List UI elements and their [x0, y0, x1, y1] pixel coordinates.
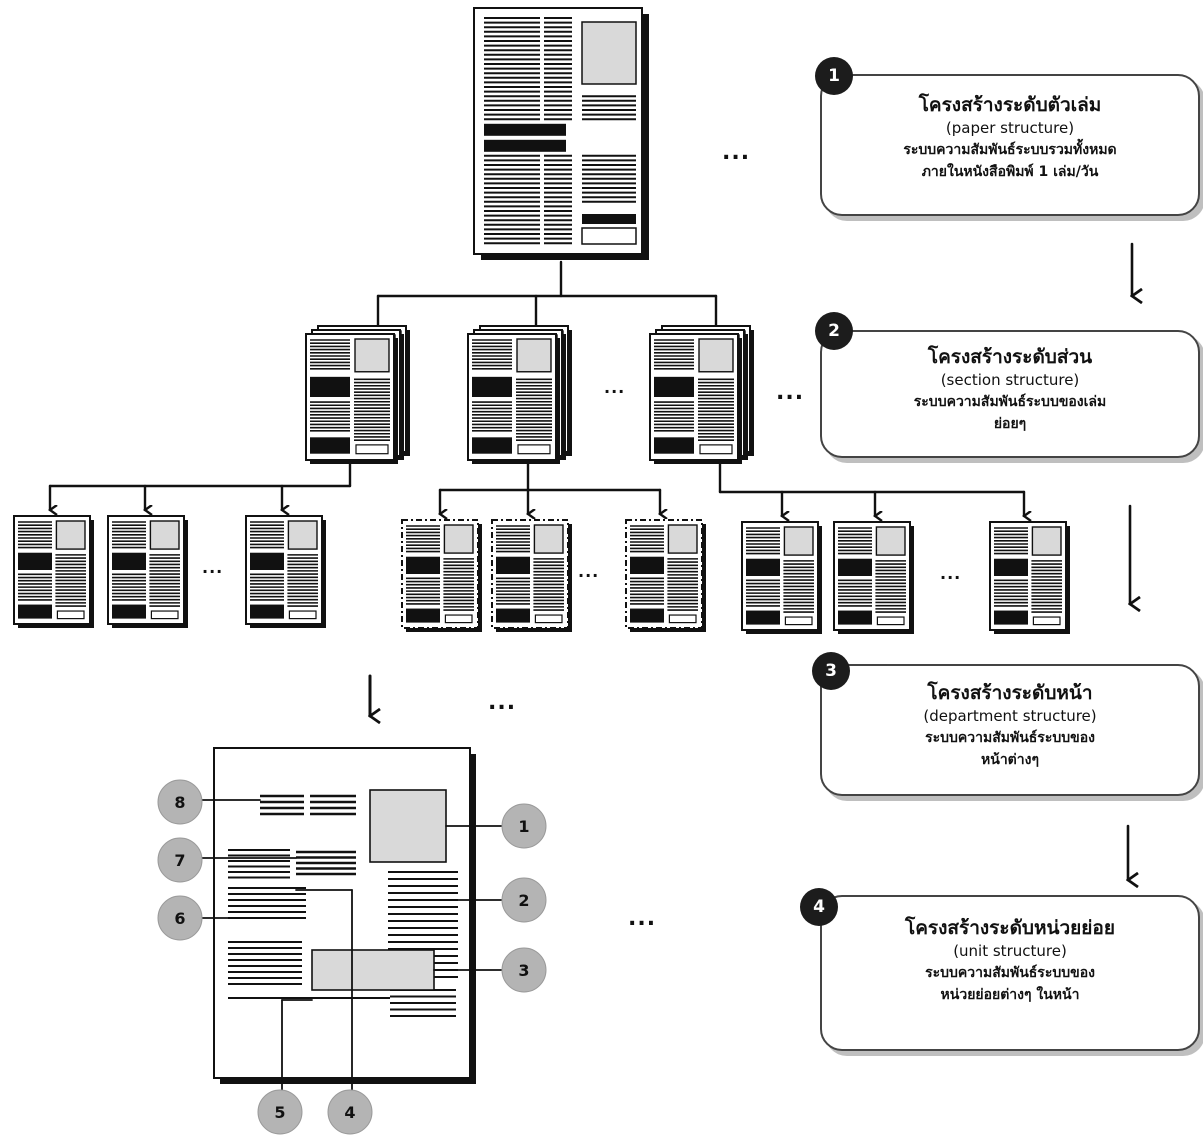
unit-marker-label-4: 4 [344, 1103, 355, 1122]
unit-marker-3 [501, 947, 547, 993]
level-2-desc-line-2: ย่อยๆ [993, 416, 1027, 432]
page-thumbnails [13, 7, 1070, 634]
level-2-box: โครงสร้างระดับส่วน (section structure) ร… [820, 330, 1200, 458]
ellipsis-units: ... [628, 906, 657, 931]
level-4-badge: 4 [800, 888, 838, 926]
level-1-desc-line-2: ภายในหนังสือพิมพ์ 1 เล่ม/วัน [921, 164, 1099, 180]
unit-marker-4 [327, 1089, 373, 1135]
unit-marker-label-6: 6 [174, 909, 185, 928]
page-group1-2 [107, 515, 188, 628]
section-stack-3 [649, 325, 754, 464]
level-2-title: โครงสร้างระดับส่วน [927, 346, 1093, 368]
level-4-title: โครงสร้างระดับหน่วยย่อย [905, 917, 1115, 939]
paper-headline-block [484, 123, 566, 136]
level-2-subtitle: (section structure) [940, 371, 1080, 389]
unit-marker-label-2: 2 [518, 891, 529, 910]
page-group3-2 [833, 521, 914, 634]
page-group2-2 [491, 519, 572, 632]
tree-connectors [50, 260, 1024, 716]
page-group2-1 [401, 519, 482, 632]
level-3-badge: 3 [812, 652, 850, 690]
ellipsis-pages-group-3: ... [940, 564, 962, 583]
level-4-box: โครงสร้างระดับหน่วยย่อย (unit structure)… [820, 895, 1200, 1051]
detail-caption-box [311, 949, 435, 991]
page-group1-3 [245, 515, 326, 628]
unit-marker-6 [157, 895, 203, 941]
page-group2-3 [625, 519, 706, 632]
level-4-subtitle: (unit structure) [953, 942, 1067, 960]
unit-detail-page: 1 2 3 4 5 6 7 8 [157, 747, 547, 1135]
ellipsis-detail: ... [488, 690, 517, 715]
level-2-badge: 2 [815, 312, 853, 350]
detail-photo [369, 789, 447, 863]
unit-marker-label-8: 8 [174, 793, 185, 812]
level-arrows [1128, 242, 1132, 880]
page-group3-3 [989, 521, 1070, 634]
unit-marker-label-5: 5 [274, 1103, 285, 1122]
unit-marker-7 [157, 837, 203, 883]
paper-level-page [473, 7, 649, 260]
level-1-desc-line-1: ระบบความสัมพันธ์ระบบรวมทั้งหมด [903, 142, 1117, 158]
level-4-desc-line-2: หน่วยย่อยต่างๆ ในหน้า [940, 987, 1080, 1003]
ellipsis-pages-group-2: ... [578, 562, 600, 581]
unit-marker-label-3: 3 [518, 961, 529, 980]
level-3-desc-line-2: หน้าต่างๆ [981, 752, 1039, 768]
level-3-title: โครงสร้างระดับหน้า [927, 682, 1093, 704]
paper-caption-box [581, 227, 637, 245]
level-3-box: โครงสร้างระดับหน้า (department structure… [820, 664, 1200, 796]
unit-marker-8 [157, 779, 203, 825]
stack-sheet-front [305, 333, 398, 464]
level-1-subtitle: (paper structure) [945, 119, 1075, 137]
ellipsis-pages-group-1: ... [202, 558, 224, 577]
page-group1-1 [13, 515, 94, 628]
level-3-subtitle: (department structure) [923, 707, 1097, 725]
unit-marker-5 [257, 1089, 303, 1135]
level-1-title: โครงสร้างระดับตัวเล่ม [918, 94, 1102, 116]
ellipsis-sections-inner: ... [604, 378, 626, 397]
ellipsis-level-1: ... [722, 140, 751, 165]
stack-sheet-front [467, 333, 560, 464]
paper-dark-block [582, 214, 636, 224]
unit-marker-2 [501, 877, 547, 923]
level-3-desc-line-1: ระบบความสัมพันธ์ระบบของ [925, 730, 1095, 746]
section-stack-1 [305, 325, 410, 464]
stack-sheet-front [649, 333, 742, 464]
section-stack-2 [467, 325, 572, 464]
level-1-badge: 1 [815, 57, 853, 95]
level-1-box: โครงสร้างระดับตัวเล่ม (paper structure) … [820, 74, 1200, 216]
ellipsis-sections: ... [776, 380, 805, 405]
paper-headline-block [484, 139, 566, 152]
unit-marker-label-1: 1 [518, 817, 529, 836]
level-2-desc-line-1: ระบบความสัมพันธ์ระบบของเล่ม [913, 394, 1107, 410]
level-4-desc-line-1: ระบบความสัมพันธ์ระบบของ [925, 965, 1095, 981]
unit-marker-1 [501, 803, 547, 849]
page-group3-1 [741, 521, 822, 634]
paper-photo [581, 21, 637, 85]
unit-marker-label-7: 7 [174, 851, 185, 870]
